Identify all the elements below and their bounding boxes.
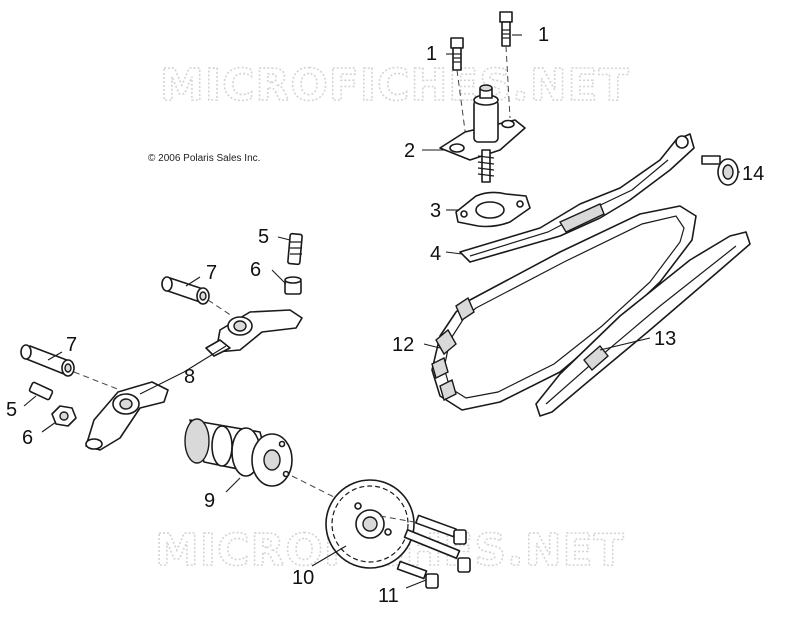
rocker-arm-lower: [85, 381, 169, 451]
callout-3: 3: [430, 200, 441, 222]
rocker-arm-upper: [205, 309, 303, 357]
callout-4: 4: [430, 243, 441, 265]
tensioner-gasket: [455, 191, 531, 228]
adjuster-screw-upper: [287, 232, 303, 266]
callout-6-upper: 6: [250, 259, 261, 281]
chain-guide-lower: [535, 231, 751, 417]
axis-shaft-upper: [207, 299, 233, 317]
watermark-top: MICROFICHES.NET: [160, 60, 630, 111]
guide-pivot-bolt: [701, 155, 739, 186]
callout-1-left: 1: [426, 43, 437, 65]
axis-shaft-lower: [73, 371, 121, 391]
callout-6-lower: 6: [22, 427, 33, 449]
sprocket-bolt-lower: [396, 560, 439, 589]
lock-nut-upper: [284, 276, 302, 295]
callout-7-upper: 7: [206, 262, 217, 284]
copyright-text: © 2006 Polaris Sales Inc.: [148, 153, 260, 164]
callout-9: 9: [204, 490, 215, 512]
adjuster-screw-lower: [28, 381, 54, 401]
callout-11: 11: [378, 585, 399, 607]
leader-lines: [23, 34, 740, 589]
sprocket-bolt-upper: [415, 514, 467, 545]
sprocket-bolt-middle: [403, 529, 471, 573]
chain-guide-upper: [459, 133, 695, 263]
axis-bolt-left: [456, 69, 467, 139]
axis-bolt-right: [505, 45, 511, 119]
cam-sprocket: [325, 479, 415, 569]
callout-1-right: 1: [538, 24, 549, 46]
callout-10: 10: [292, 567, 314, 589]
callout-5-lower: 5: [6, 399, 17, 421]
lock-nut-lower: [51, 405, 77, 427]
rocker-shaft-upper: [161, 276, 210, 305]
callout-8: 8: [184, 366, 195, 388]
callout-14: 14: [742, 163, 764, 185]
bolt-right: [499, 11, 513, 47]
callout-7-lower: 7: [66, 334, 77, 356]
callout-2: 2: [404, 140, 415, 162]
cam-chain-tensioner: [439, 84, 526, 183]
callout-13: 13: [654, 328, 676, 350]
callout-12: 12: [392, 334, 414, 356]
camshaft: [184, 418, 293, 487]
callout-5-upper: 5: [258, 226, 269, 248]
